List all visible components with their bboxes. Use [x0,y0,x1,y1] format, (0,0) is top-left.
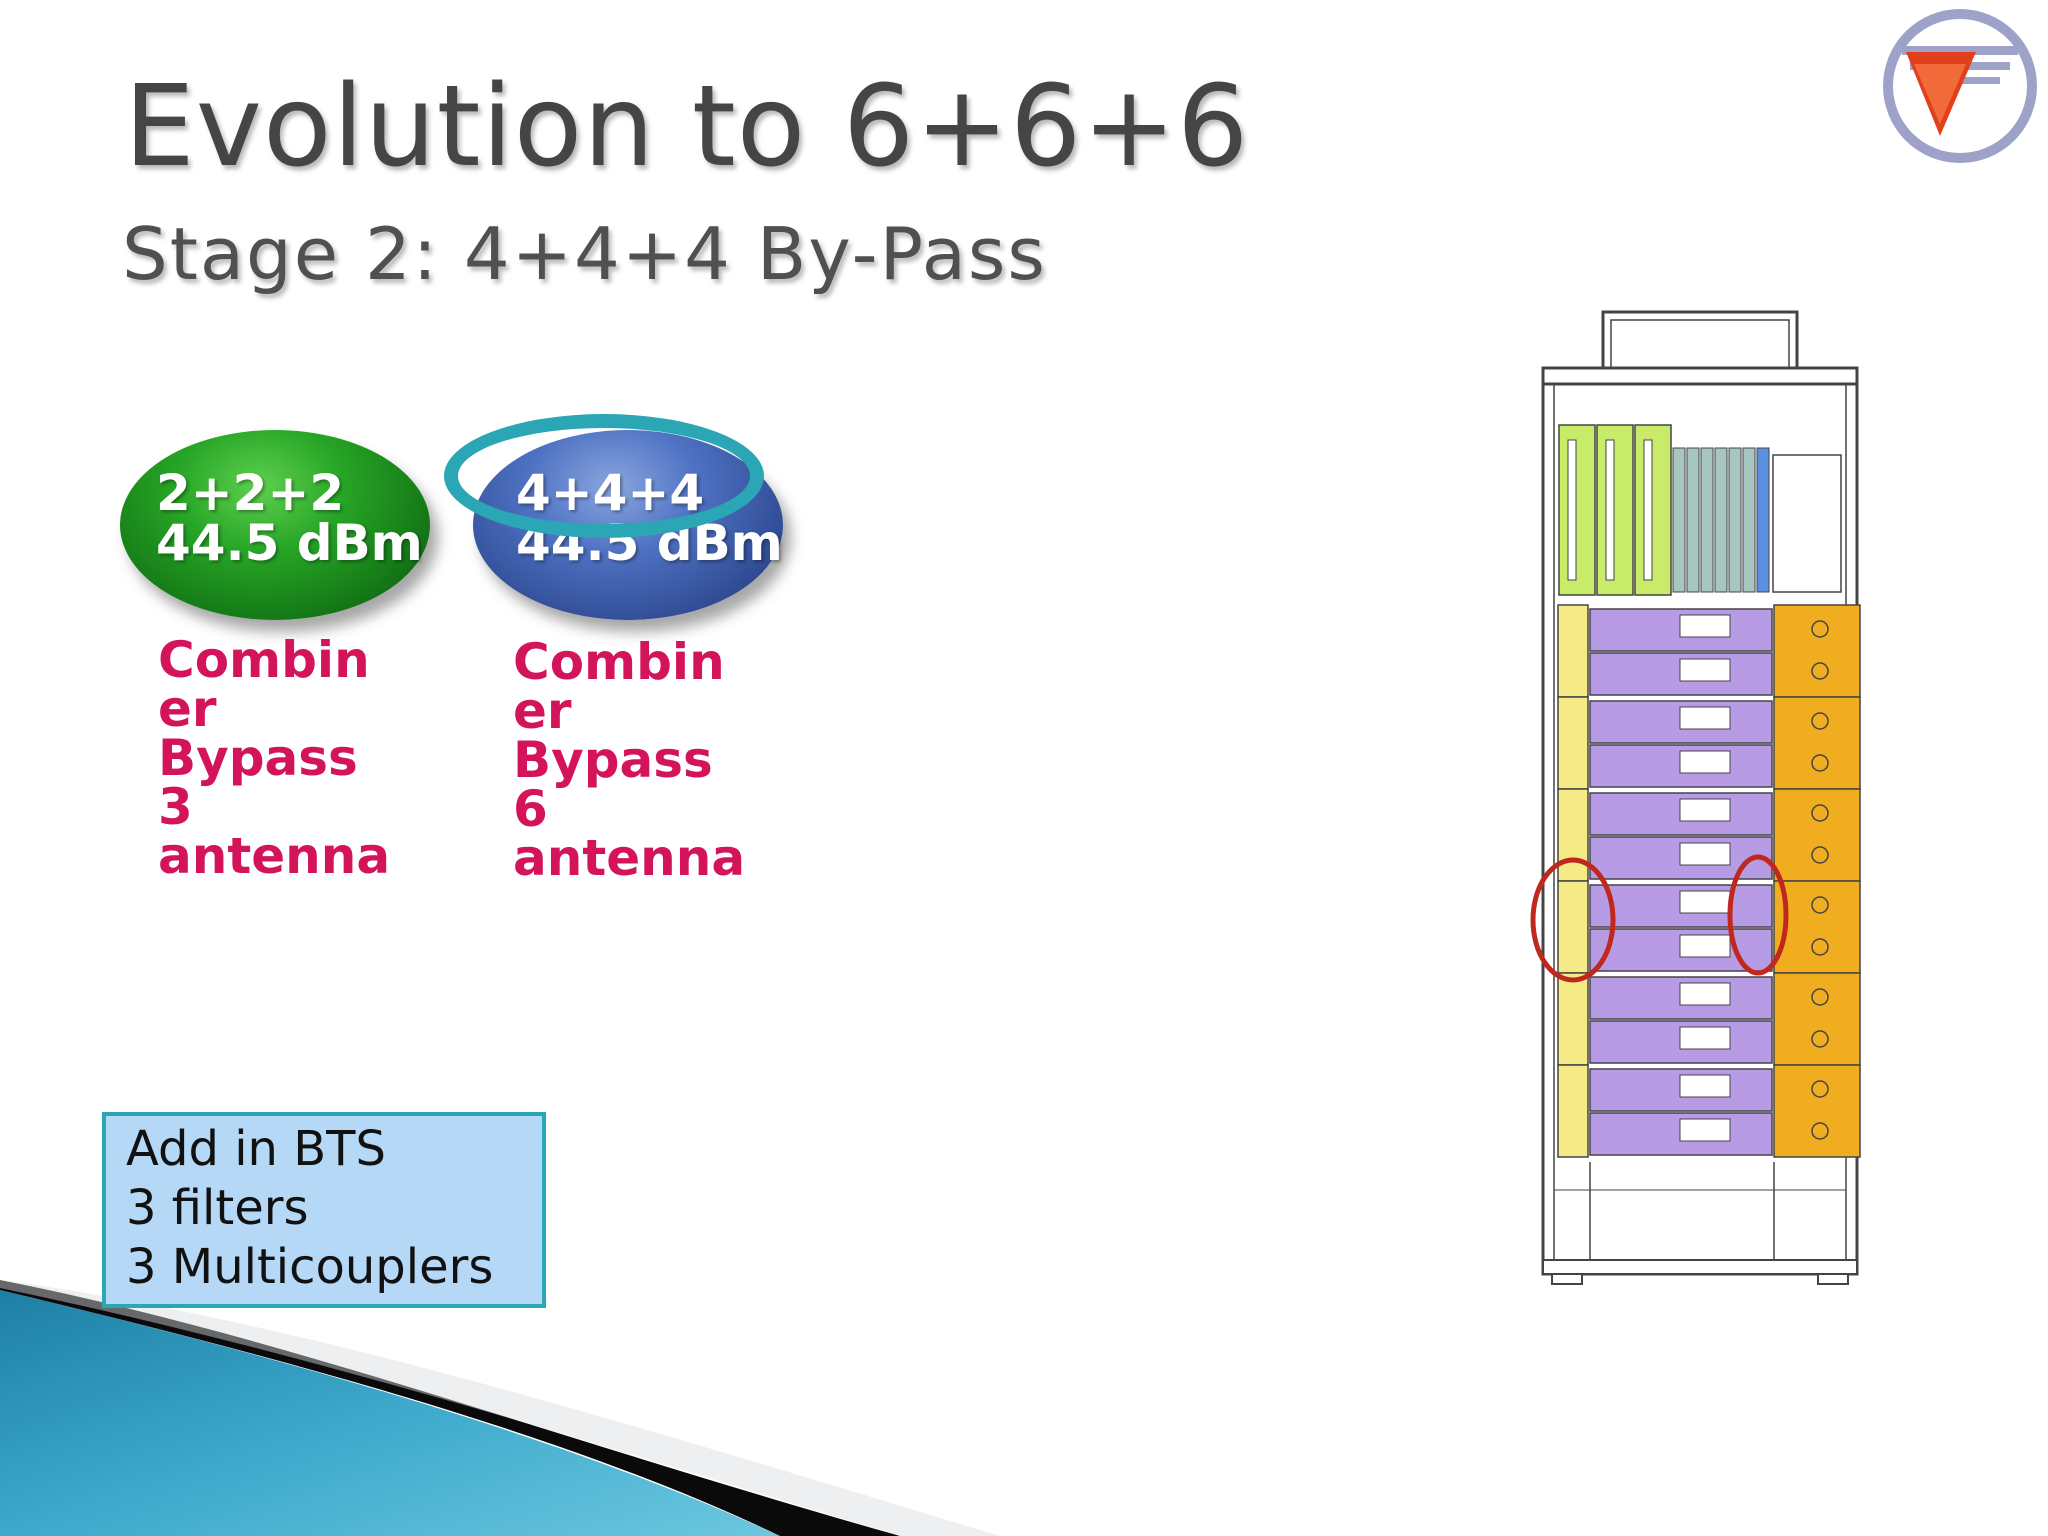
bts-cabinet-diagram [1530,310,1861,1285]
desc-line: er [158,680,217,738]
note-box: Add in BTS 3 filters 3 Multicouplers [102,1112,546,1308]
desc-line: Combin [158,631,370,689]
highlight-right-module [1727,854,1789,976]
desc-line: er [513,682,572,740]
desc-line: Combin [513,633,725,691]
note-line: 3 filters [126,1180,309,1236]
desc-line: antenna [513,829,746,887]
note-line: 3 Multicouplers [126,1239,494,1295]
highlight-left-module [1530,857,1616,983]
config-bubble-2-2-2 [120,430,430,620]
transceiver-rows [1557,604,1861,1158]
config-label-2-2-2: 2+2+2 44.5 dBm [156,468,423,568]
desc-line: Bypass [513,731,713,789]
controller-shelf [1558,424,1842,596]
config-description-left: Combin er Bypass 3 antenna [158,631,418,885]
config-description-right: Combin er Bypass 6 antenna [513,633,773,887]
desc-line: Bypass [158,729,358,787]
slide-subtitle: Stage 2: 4+4+4 By-Pass [122,212,1047,296]
config-line1: 2+2+2 [156,464,345,522]
desc-line: 3 [158,778,193,836]
note-line: Add in BTS [126,1121,386,1177]
company-logo-funnel-icon [1883,9,2037,163]
config-line2: 44.5 dBm [156,514,423,572]
desc-line: 6 [513,780,548,838]
decorative-swoosh [0,1280,1000,1536]
desc-line: antenna [158,827,391,885]
slide-title: Evolution to 6+6+6 [124,62,1250,192]
highlight-ring [444,414,764,538]
